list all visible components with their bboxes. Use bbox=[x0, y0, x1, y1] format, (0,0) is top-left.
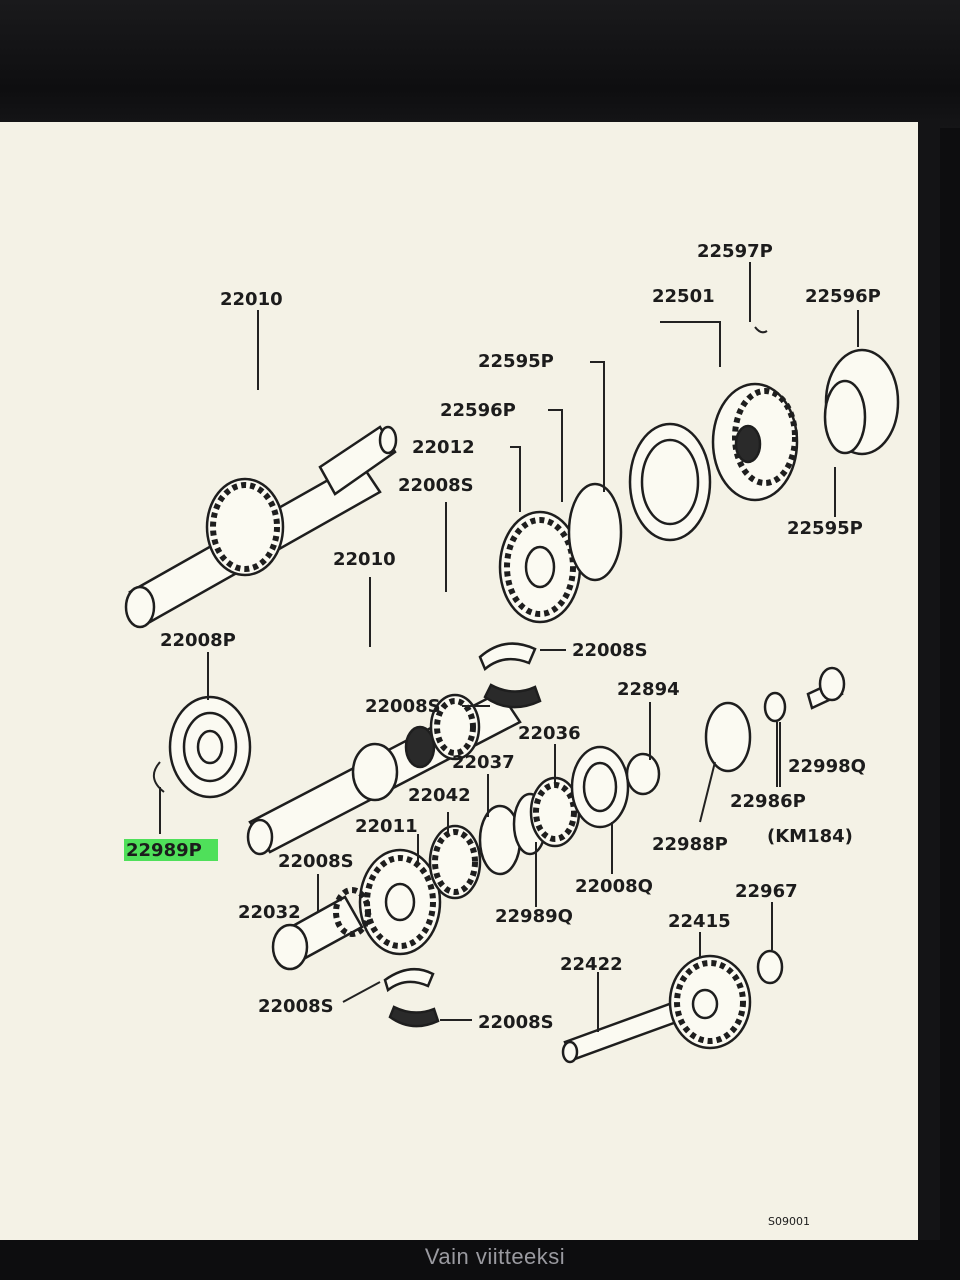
needle-bearing-counter-b bbox=[388, 1005, 440, 1028]
needle-bearing-lower bbox=[483, 683, 542, 709]
label-22008S-a: 22008S bbox=[398, 475, 474, 496]
label-22998Q: 22998Q bbox=[788, 756, 866, 777]
label-22008S-f: 22008S bbox=[478, 1012, 554, 1033]
label-22894: 22894 bbox=[617, 679, 680, 700]
label-22011: 22011 bbox=[355, 816, 418, 837]
gear-22012 bbox=[498, 510, 582, 624]
label-22008Q: 22008Q bbox=[575, 876, 653, 897]
needle-bearing-counter-a bbox=[383, 967, 435, 993]
figure-code: S09001 bbox=[768, 1215, 810, 1228]
snap-ring-22595P bbox=[823, 379, 867, 455]
label-22415: 22415 bbox=[668, 911, 731, 932]
gear-22042 bbox=[428, 824, 482, 900]
main-shaft-middle bbox=[246, 690, 522, 856]
label-22988P: 22988P bbox=[652, 834, 728, 855]
label-22597P: 22597P bbox=[697, 241, 773, 262]
part-number-labels: 22010 22597P 22501 22596P 22595P 22596P … bbox=[124, 241, 881, 1228]
bearing-22008P bbox=[168, 695, 252, 799]
label-22422: 22422 bbox=[560, 954, 623, 975]
label-22967: 22967 bbox=[735, 881, 798, 902]
idler-gear-22415 bbox=[668, 954, 752, 1050]
bushing-22967 bbox=[756, 949, 784, 985]
label-22042: 22042 bbox=[408, 785, 471, 806]
label-22986P: 22986P bbox=[730, 791, 806, 812]
label-22037: 22037 bbox=[452, 752, 515, 773]
snap-ring-22989P bbox=[153, 761, 165, 793]
countershaft-22032 bbox=[271, 887, 371, 971]
bearing-22008Q bbox=[570, 745, 630, 829]
label-KM184: (KM184) bbox=[767, 826, 853, 847]
label-22010-mid: 22010 bbox=[333, 549, 396, 570]
label-22501: 22501 bbox=[652, 286, 715, 307]
label-22989P: 22989P bbox=[126, 840, 202, 861]
main-shaft-upper bbox=[124, 425, 398, 629]
label-22595P-right: 22595P bbox=[787, 518, 863, 539]
parts-diagram-sheet: 22010 22597P 22501 22596P 22595P 22596P … bbox=[0, 122, 918, 1240]
label-22032: 22032 bbox=[238, 902, 301, 923]
needle-bearing-upper bbox=[478, 642, 537, 672]
pin-22597P bbox=[754, 326, 768, 334]
label-22008S-d: 22008S bbox=[278, 851, 354, 872]
label-22010-top: 22010 bbox=[220, 289, 283, 310]
label-22989P-highlight bbox=[124, 839, 218, 861]
label-22008S-b: 22008S bbox=[572, 640, 648, 661]
caption-text: Vain viitteeksi bbox=[424, 1244, 566, 1269]
monitor-bezel-top bbox=[0, 0, 960, 128]
idler-shaft-22422 bbox=[561, 1000, 684, 1064]
label-22989Q: 22989Q bbox=[495, 906, 573, 927]
exploded-parts-diagram: 22010 22597P 22501 22596P 22595P 22596P … bbox=[124, 241, 900, 1228]
ring-22596P bbox=[567, 482, 623, 582]
label-22036: 22036 bbox=[518, 723, 581, 744]
gear-22011 bbox=[358, 848, 442, 956]
ring-22988P bbox=[704, 701, 752, 773]
label-22595P-top: 22595P bbox=[478, 351, 554, 372]
label-22008S-e: 22008S bbox=[258, 996, 334, 1017]
leader-lines bbox=[159, 262, 859, 1032]
label-22596P-mid: 22596P bbox=[440, 400, 516, 421]
bolt-22998Q bbox=[806, 666, 846, 710]
washer-22986P bbox=[763, 691, 787, 723]
label-22008P: 22008P bbox=[160, 630, 236, 651]
nut-22894 bbox=[625, 752, 661, 796]
label-22596P-top: 22596P bbox=[805, 286, 881, 307]
synchro-assembly-22501 bbox=[628, 382, 799, 542]
label-22008S-c: 22008S bbox=[365, 696, 441, 717]
label-22012: 22012 bbox=[412, 437, 475, 458]
